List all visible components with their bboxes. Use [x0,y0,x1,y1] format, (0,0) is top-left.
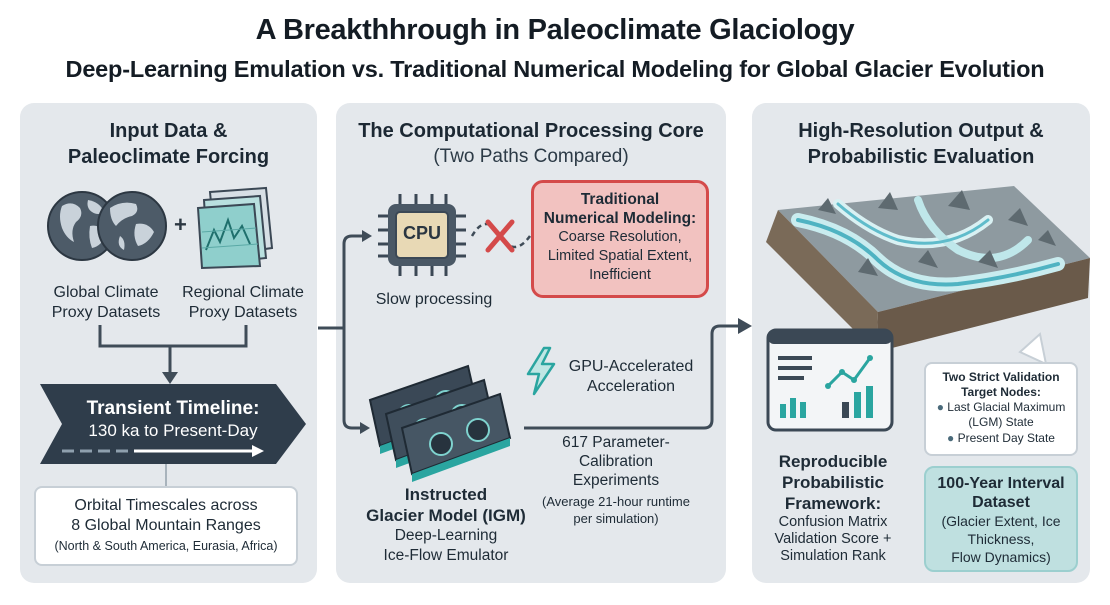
validation-item-present-label: Present Day State [957,431,1055,445]
slow-processing-label: Slow processing [375,291,493,308]
red-x-icon [485,219,515,253]
plus-sign: + [174,212,187,237]
dashboard-monitor-icon [766,328,894,432]
input-panel-title-line2: Paleoclimate Forcing [67,146,270,168]
orbital-line1: Orbital Timescales across [74,497,258,514]
glacier-terrain-map [766,186,1090,352]
cpu-label: CPU [402,223,441,243]
experiments-label: 617 Parameter- Calibration Experiments [536,433,696,490]
output-panel-title: High-Resolution Output & Probabilistic E… [752,118,1090,170]
gpu-accelerated-label: GPU-Accelerated Acceleration [556,357,706,397]
runtime-label: (Average 21-hour runtime per simulation) [536,493,696,527]
dataset-line3: Flow Dynamics) [951,549,1051,565]
dataset-line2: Thickness, [967,531,1035,547]
gpu-label-line2: Acceleration [586,378,676,395]
globes-icon [47,191,167,261]
gpu-label-line1: GPU-Accelerated [568,358,694,375]
dataset-title-line1: 100-Year Interval [937,475,1065,492]
framework-line3: Simulation Rank [780,548,886,564]
output-panel-title-line1: High-Resolution Output & [798,120,1044,142]
igm-title-line1: Instructed [404,485,488,504]
regional-datasets-label: Regional Climate Proxy Datasets [174,283,312,323]
framework-label: Reproducible Probabilistic Framework: Co… [758,451,908,565]
validation-item-present: ● Present Day State [926,430,1076,447]
cpu-chip-icon [378,194,466,276]
global-datasets-label: Global Climate Proxy Datasets [36,283,176,323]
dataset-box: 100-Year Interval Dataset (Glacier Exten… [924,466,1078,572]
validation-item-lgm-label: Last Glacial Maximum [947,400,1066,414]
gpu-cards-icon [368,364,512,482]
validation-title-line2: Target Nodes: [961,385,1041,399]
orbital-line3: (North & South America, Eurasia, Africa) [54,539,278,553]
framework-line1: Confusion Matrix [778,514,888,530]
core-panel-subtitle: (Two Paths Compared) [433,146,629,167]
validation-item-lgm-state: (LGM) State [968,415,1034,429]
core-panel-title: The Computational Processing Core [358,120,704,142]
igm-sub-line2: Ice-Flow Emulator [383,547,509,564]
runtime-line1: (Average 21-hour runtime [542,494,690,509]
runtime-line2: per simulation) [573,511,659,526]
global-datasets-label-line1: Global Climate [53,284,159,301]
experiments-line3: Experiments [572,472,660,489]
timeline-title: Transient Timeline: [86,398,260,419]
diagram-subtitle: Deep-Learning Emulation vs. Traditional … [65,56,1045,82]
traditional-line2: Limited Spatial Extent, [547,248,693,264]
validation-targets-box: Two Strict Validation Target Nodes: ● La… [924,362,1078,456]
traditional-title-line2: Numerical Modeling: [543,210,697,227]
traditional-modeling-box: Traditional Numerical Modeling: Coarse R… [531,180,709,298]
global-datasets-label-line2: Proxy Datasets [51,304,161,321]
timeline-range: 130 ka to Present-Day [88,421,258,440]
timeline-banner [40,384,306,464]
dataset-line1: (Glacier Extent, Ice [941,513,1061,529]
regional-maps-icon [196,186,274,270]
validation-title-line1: Two Strict Validation [942,370,1060,384]
input-panel-title-line1: Input Data & [109,120,228,142]
traditional-line3: Inefficient [589,267,651,283]
igm-title-line2: Glacier Model (IGM) [366,506,526,525]
gpu-card [400,392,512,482]
orbital-line2: 8 Global Mountain Ranges [71,517,261,534]
bullet-icon: ● [947,431,955,445]
experiments-line1: 617 Parameter- [562,434,670,451]
framework-line2: Validation Score + [774,531,892,547]
output-panel-title-line2: Probabilistic Evaluation [807,146,1035,168]
igm-label: Instructed Glacier Model (IGM) Deep-Lear… [346,484,546,566]
diagram-title: A Breakthhrough in Paleoclimate Glaciolo… [255,14,855,46]
framework-title-line3: Framework: [784,494,882,513]
bullet-icon: ● [936,400,944,414]
framework-title-line2: Probabilistic [781,473,885,492]
framework-title-line1: Reproducible [778,452,888,471]
traditional-line1: Coarse Resolution, [558,229,682,245]
input-panel-title: Input Data & Paleoclimate Forcing [20,118,317,170]
orbital-timescales-box: Orbital Timescales across 8 Global Mount… [34,486,298,566]
regional-datasets-label-line2: Proxy Datasets [188,304,298,321]
experiments-line2: Calibration [578,453,654,470]
validation-item-lgm: ● Last Glacial Maximum [926,400,1076,415]
traditional-title-line1: Traditional [580,191,660,208]
lightning-bolt-icon [526,346,556,396]
regional-datasets-label-line1: Regional Climate [182,284,304,301]
dataset-title-line2: Dataset [972,494,1030,511]
igm-sub-line1: Deep-Learning [394,527,498,544]
